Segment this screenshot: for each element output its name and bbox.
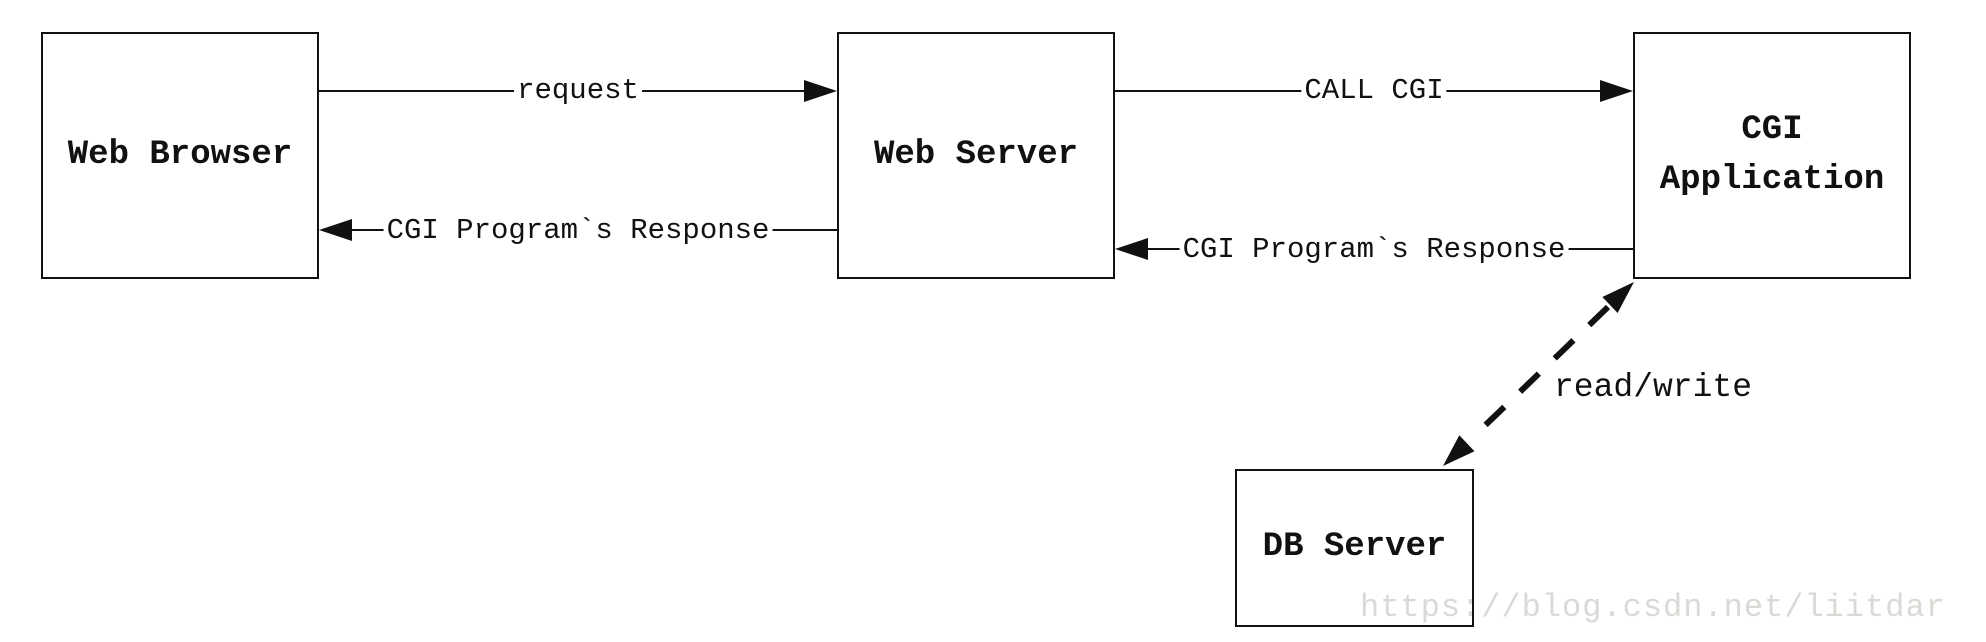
edge-label-request: request — [514, 75, 642, 107]
node-web-browser-label: Web Browser — [67, 135, 293, 174]
read-write-arrowhead-up-icon — [1602, 282, 1634, 313]
response-to-browser-arrowhead-icon — [319, 219, 352, 241]
read-write-dashed-line — [1467, 304, 1611, 443]
watermark-url: https://blog.csdn.net/liitdar — [1360, 589, 1946, 626]
edge-label-read-write: read/write — [1553, 368, 1753, 406]
node-cgi-application-label: CGI Application — [1659, 111, 1885, 199]
node-web-server: Web Server — [837, 32, 1115, 279]
edge-label-call-cgi: CALL CGI — [1301, 75, 1447, 107]
read-write-arrowhead-down-icon — [1443, 435, 1475, 466]
node-web-browser: Web Browser — [41, 32, 319, 279]
call-cgi-arrowhead-icon — [1600, 80, 1633, 102]
node-cgi-application: CGI Application — [1633, 32, 1911, 279]
request-arrowhead-icon — [804, 80, 837, 102]
node-web-server-label: Web Server — [873, 135, 1079, 174]
node-db-server-label: DB Server — [1262, 528, 1447, 567]
edge-label-response-to-server: CGI Program`s Response — [1179, 234, 1569, 266]
node-db-server: DB Server — [1235, 469, 1474, 627]
edge-label-response-to-browser: CGI Program`s Response — [383, 215, 773, 247]
response-to-server-arrowhead-icon — [1115, 238, 1148, 260]
